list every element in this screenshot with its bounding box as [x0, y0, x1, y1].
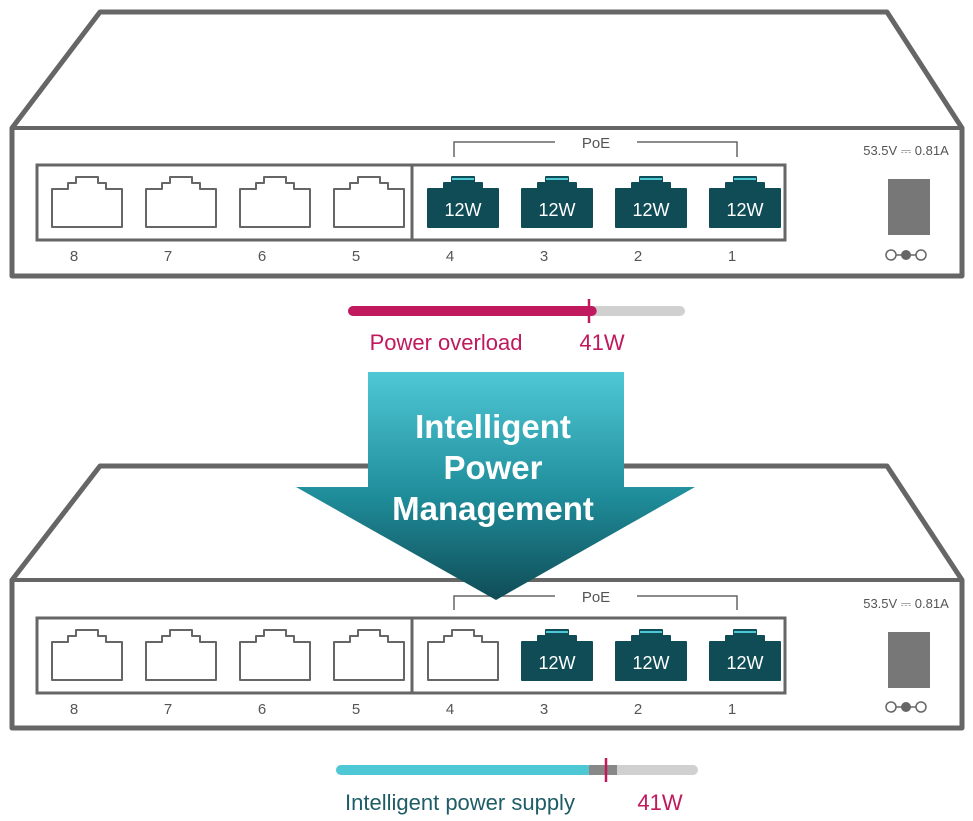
rj45-port-active-icon: [709, 629, 781, 681]
port-number: 6: [258, 248, 266, 265]
port-number: 7: [164, 248, 172, 265]
arrow-line-3: Management: [392, 490, 594, 527]
rj45-port-active-icon: [427, 176, 499, 228]
port-number: 1: [728, 248, 736, 265]
port-4: 12W: [427, 176, 499, 228]
switch-bottom: PoE 53.5V ⎓ 0.81A 8 7 6 5 4 12W 3 12W 2 12W 1: [9, 463, 965, 731]
port-number: 7: [164, 701, 172, 718]
port-number: 5: [352, 701, 360, 718]
port-row: 8 7 6 5 4 12W 3 12W 2 12W 1: [51, 629, 781, 718]
port-6: [239, 629, 311, 681]
switch-top: PoE 53.5V ⎓ 0.81A 8 7 6 5 12W 4 12W 3 12W 2 12W 1: [9, 9, 965, 279]
port-7: [145, 629, 217, 681]
rj45-port-icon: [145, 629, 217, 681]
rj45-port-icon: [51, 629, 123, 681]
rj45-port-active-icon: [615, 176, 687, 228]
power-spec-label: 53.5V ⎓ 0.81A: [863, 596, 949, 611]
intelligent-power-value: 41W: [637, 790, 682, 815]
port-3: 12W: [521, 176, 593, 228]
rj45-port-active-icon: [709, 176, 781, 228]
port-1: 12W: [709, 629, 781, 681]
port-3: 12W: [521, 629, 593, 681]
port-2: 12W: [615, 176, 687, 228]
port-watt-label: 12W: [444, 200, 481, 220]
rj45-port-icon: [239, 176, 311, 228]
port-5: [333, 176, 405, 228]
port-7: [145, 176, 217, 228]
intelligent-power-management-arrow: Intelligent Power Management: [296, 372, 695, 600]
rj45-port-active-icon: [521, 176, 593, 228]
power-port: [888, 632, 930, 688]
dc-polarity-icon: [885, 701, 927, 713]
port-2: 12W: [615, 629, 687, 681]
port-watt-label: 12W: [538, 200, 575, 220]
rj45-port-icon: [145, 176, 217, 228]
poe-label: PoE: [582, 135, 610, 152]
poe-bracket-left: [453, 595, 555, 610]
port-6: [239, 176, 311, 228]
rj45-port-icon: [239, 629, 311, 681]
rj45-port-active-icon: [521, 629, 593, 681]
rj45-port-active-icon: [615, 629, 687, 681]
port-number: 5: [352, 248, 360, 265]
poe-bracket-left: [453, 141, 555, 157]
rj45-port-icon: [333, 176, 405, 228]
port-number: 4: [446, 248, 454, 265]
power-port: [888, 179, 930, 235]
port-8: [51, 176, 123, 228]
port-4: [427, 629, 499, 681]
rj45-port-icon: [427, 629, 499, 681]
switch-top-body: [9, 9, 965, 279]
poe-bracket-right: [637, 595, 738, 610]
port-watt-label: 12W: [632, 200, 669, 220]
power-overload-label: Power overload: [370, 330, 523, 355]
port-number: 2: [634, 701, 642, 718]
port-number: 6: [258, 701, 266, 718]
rj45-port-icon: [51, 176, 123, 228]
port-5: [333, 629, 405, 681]
power-bar-overload: [348, 299, 685, 323]
arrow-line-1: Intelligent: [415, 408, 571, 445]
port-number: 4: [446, 701, 454, 718]
port-watt-label: 12W: [538, 653, 575, 673]
bar-reserve: [589, 765, 617, 775]
rj45-port-icon: [333, 629, 405, 681]
power-spec-label: 53.5V ⎓ 0.81A: [863, 143, 949, 158]
port-number: 3: [540, 248, 548, 265]
port-number: 8: [70, 248, 78, 265]
port-watt-label: 12W: [726, 653, 763, 673]
poe-bracket-right: [637, 141, 738, 157]
port-watt-label: 12W: [726, 200, 763, 220]
arrow-line-2: Power: [443, 449, 542, 486]
port-number: 1: [728, 701, 736, 718]
intelligent-power-label: Intelligent power supply: [345, 790, 575, 815]
power-overload-value: 41W: [579, 330, 624, 355]
port-watt-label: 12W: [632, 653, 669, 673]
port-number: 3: [540, 701, 548, 718]
power-bar-intelligent: [336, 758, 698, 782]
port-row: 8 7 6 5 12W 4 12W 3 12W 2 12W 1: [51, 176, 781, 265]
poe-label: PoE: [582, 589, 610, 606]
port-1: 12W: [709, 176, 781, 228]
port-8: [51, 629, 123, 681]
dc-polarity-icon: [885, 249, 927, 261]
port-number: 8: [70, 701, 78, 718]
arrow-shape: [296, 372, 695, 600]
port-number: 2: [634, 248, 642, 265]
